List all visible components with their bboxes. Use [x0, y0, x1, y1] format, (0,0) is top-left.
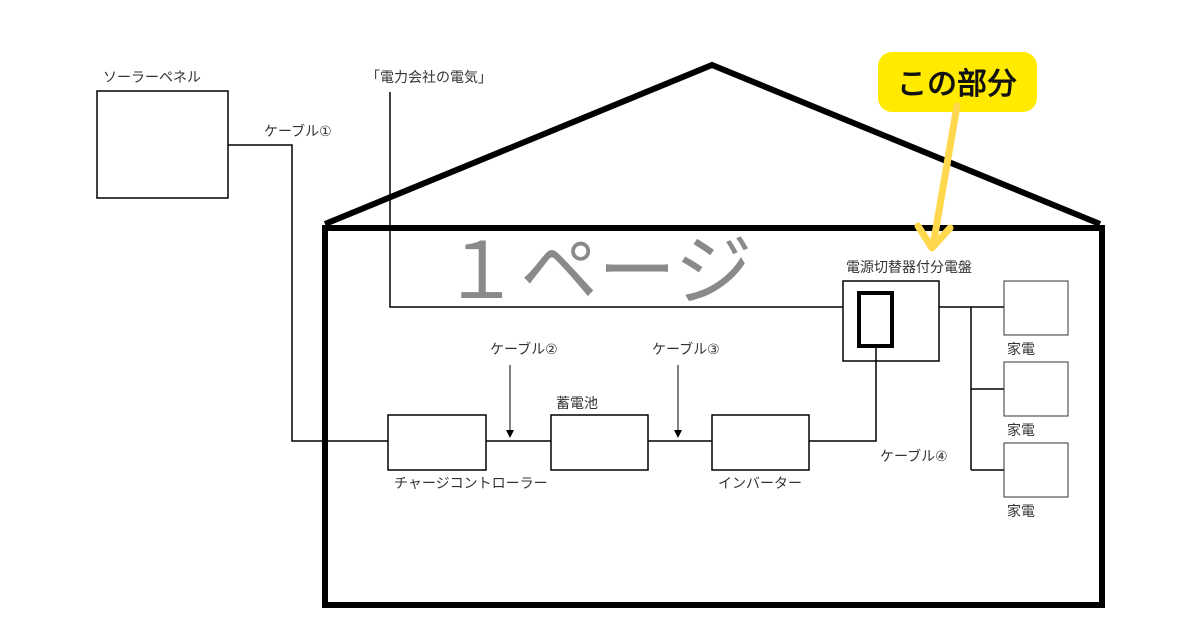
transfer-switch	[857, 291, 894, 348]
power-company-label: 「電力会社の電気」	[366, 70, 492, 86]
appliance-box	[1003, 442, 1069, 498]
callout-arrow	[930, 102, 961, 244]
appliance-box	[1003, 361, 1069, 417]
cable-3-arrowhead-icon	[674, 430, 682, 438]
inverter-label: インバーター	[718, 476, 802, 492]
grid-line	[389, 92, 843, 308]
cable-2-label: ケーブル②	[490, 341, 558, 358]
cable-3-label: ケーブル③	[652, 341, 720, 358]
cable-1-label: ケーブル①	[264, 123, 332, 140]
cable-4-line	[809, 346, 877, 442]
switch-panel-box	[842, 280, 940, 362]
house-roof	[323, 61, 1102, 227]
charge-controller-box	[387, 414, 487, 471]
page-watermark: １ページ	[442, 227, 752, 317]
appliance-label: 家電	[1007, 422, 1035, 439]
inverter-box	[711, 414, 810, 471]
callout-arrowhead-icon	[914, 222, 954, 252]
switch-panel-label: 電源切替器付分電盤	[846, 260, 972, 276]
battery-box	[550, 414, 649, 471]
cable-2-arrowhead-icon	[506, 430, 514, 438]
cable-1-line	[228, 144, 388, 442]
appliance-box	[1003, 280, 1069, 336]
cable-4-label: ケーブル④	[880, 448, 948, 465]
callout-text: この部分	[897, 67, 1017, 102]
battery-label: 蓄電池	[556, 396, 598, 412]
callout-badge	[878, 52, 1037, 112]
appliance-label: 家電	[1007, 341, 1035, 358]
solar-panel-box	[96, 90, 229, 199]
charge-controller-label: チャージコントローラー	[394, 476, 548, 492]
solar-panel-label: ソーラーペネル	[103, 70, 201, 86]
house-body	[322, 225, 1105, 608]
appliance-label: 家電	[1007, 503, 1035, 520]
